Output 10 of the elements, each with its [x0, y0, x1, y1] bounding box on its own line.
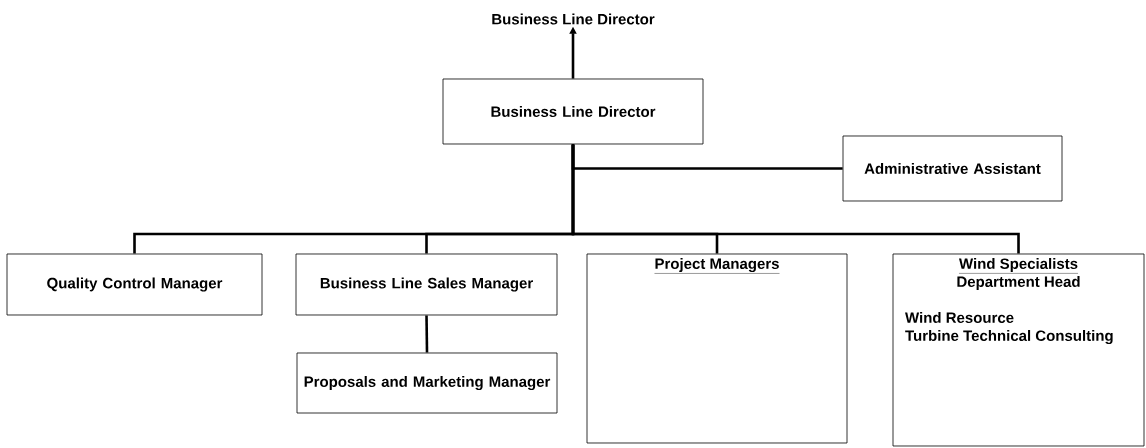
- position-box: Business Line Director: [442, 78, 704, 145]
- position-box: Quality Control Manager: [6, 253, 263, 316]
- position-box: Proposals and Marketing Manager: [296, 352, 558, 414]
- position-box: Wind Specialists Department Head Wind Resource Turbine Technical Consulting: [892, 253, 1145, 447]
- position-box: Project Managers: [586, 253, 848, 444]
- heading-text: Business Line Director: [492, 13, 655, 25]
- position-box: Business Line Sales Manager: [295, 253, 558, 316]
- connector-line: [571, 144, 1020, 254]
- connector-line: [425, 315, 429, 353]
- position-box: Administrative Assistant: [842, 135, 1063, 202]
